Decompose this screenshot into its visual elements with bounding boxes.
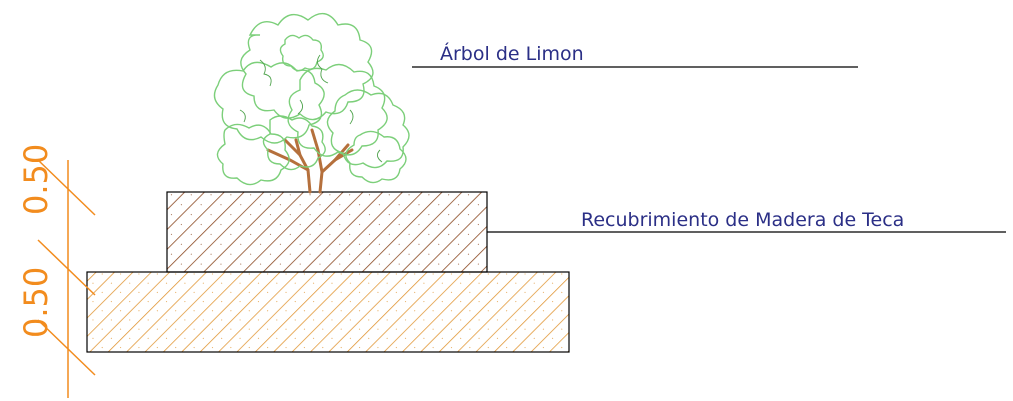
tree-foliage bbox=[213, 12, 410, 186]
tree-trunk bbox=[266, 128, 354, 194]
dimension-upper: 0.50 bbox=[17, 144, 55, 215]
dimension-line bbox=[37, 159, 96, 398]
cover-label: Recubrimiento de Madera de Teca bbox=[581, 209, 904, 231]
lower-planter-block bbox=[86, 271, 570, 353]
upper-planter-block bbox=[166, 191, 488, 273]
tree-foliage-detail bbox=[239, 54, 383, 163]
tree-label: Árbol de Limon bbox=[440, 42, 584, 65]
dimension-lower: 0.50 bbox=[17, 267, 55, 338]
